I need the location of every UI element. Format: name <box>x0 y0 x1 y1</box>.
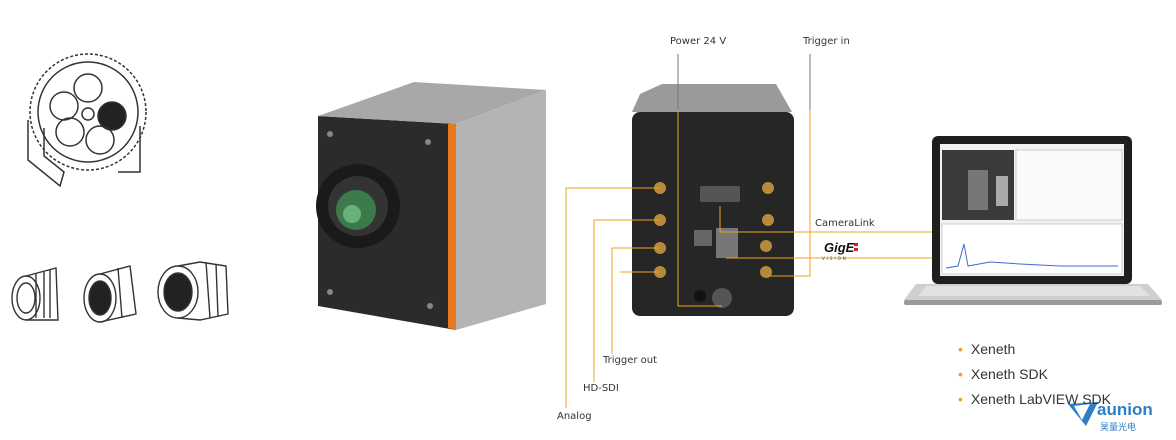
svg-text:VISION: VISION <box>822 256 848 261</box>
lens-set-icon <box>11 261 229 323</box>
bullet-icon: • <box>958 366 963 382</box>
brand-name: aunion <box>1097 400 1153 419</box>
brand-name-cn: 昊量光电 <box>1100 423 1137 433</box>
trigger-out-label: Trigger out <box>603 355 658 366</box>
software-item-xeneth-sdk: •Xeneth SDK <box>958 366 1048 382</box>
bullet-icon: • <box>958 341 963 357</box>
filter-wheel-icon <box>27 53 147 188</box>
connector-leader-lines-grey <box>677 54 811 110</box>
svg-text:GigE: GigE <box>824 240 855 255</box>
connector-leader-lines <box>565 54 938 408</box>
camera-main-icon <box>316 82 546 330</box>
software-item-xeneth: •Xeneth <box>958 341 1016 357</box>
aunion-logo <box>1068 402 1098 426</box>
hd-sdi-label: HD-SDI <box>583 383 619 394</box>
software-item-xeneth-labview-sdk: •Xeneth LabVIEW SDK <box>958 391 1111 407</box>
laptop-icon <box>904 136 1162 305</box>
camera-rear-panel-icon <box>632 84 794 316</box>
trigger-in-label: Trigger in <box>803 36 850 47</box>
power-label: Power 24 V <box>670 36 727 47</box>
cameralink-label: CameraLink <box>815 218 875 229</box>
analog-label: Analog <box>557 411 592 422</box>
gige-vision-logo: GigE VISION <box>822 240 858 261</box>
bullet-icon: • <box>958 391 963 407</box>
